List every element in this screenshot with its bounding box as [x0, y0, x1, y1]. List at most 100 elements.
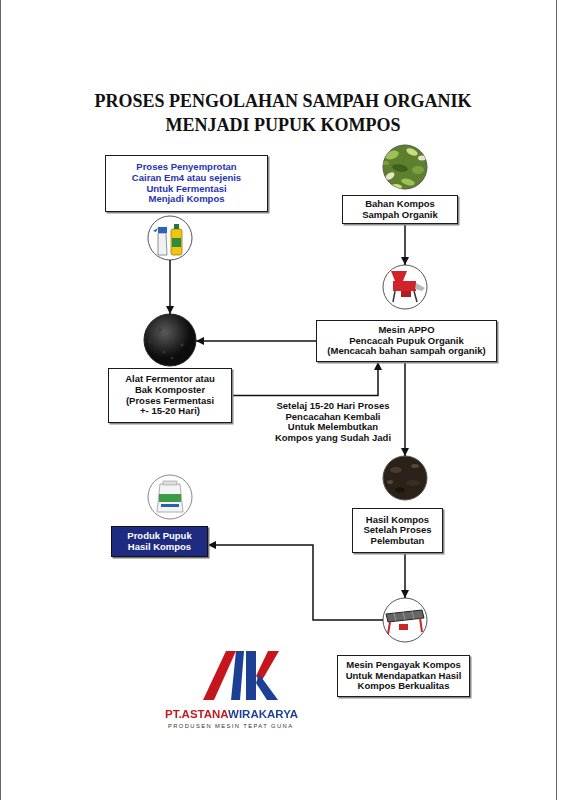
compost-icon: [383, 456, 427, 500]
edge-label: Setelaj 15-20 Hari Proses Pencacahan Kem…: [274, 401, 392, 444]
flow-arrow: [169, 260, 171, 314]
product-box: Produk Pupuk Hasil Kompos: [111, 526, 208, 557]
spray-icon: [148, 216, 192, 260]
shredder-machine-icon: [393, 291, 395, 302]
shredder-machine-icon: [414, 291, 417, 302]
company-logo: [256, 674, 278, 700]
node-text: Untuk Mendapatkan Hasil Kompos Berkualit…: [344, 671, 464, 692]
fermentor-icon: [144, 314, 196, 366]
organic-waste-icon: [418, 156, 426, 161]
product-sack-icon: [148, 475, 192, 519]
compost-icon: [406, 480, 420, 486]
organic-waste-icon: [405, 147, 418, 158]
node-text-group: Proses Penyemprotan Cairan Em4 atau seje…: [130, 162, 243, 205]
sieve-machine-icon: [388, 622, 390, 634]
fermentor-icon: [159, 329, 162, 332]
node-text: Pencacah Pupuk Organik: [324, 336, 490, 347]
node-text-group: Produk Pupuk Hasil Kompos: [125, 531, 195, 552]
shredder-machine-icon: [415, 283, 425, 291]
sieve-machine-icon: [394, 613, 396, 621]
page-frame: [556, 0, 557, 800]
flow-arrow: [404, 362, 406, 456]
sieve-machine-icon: [403, 612, 405, 620]
diagram-title: PROSES PENGOLAHAN SAMPAH ORGANIK MENJADI…: [78, 89, 488, 137]
spray-icon: [158, 227, 167, 233]
company-logo: [203, 651, 279, 700]
organic-waste-icon: [384, 171, 396, 182]
organic-waste-icon: [400, 177, 415, 186]
company-tagline: PRODUSEN MESIN TEPAT GUNA: [168, 723, 293, 730]
node-text-group: Mesin APPOPencacah Pupuk Organik(Mencaca…: [324, 325, 490, 357]
company-logo: [203, 651, 236, 700]
node-text: Alat Fermentor atau Bak Komposter: [123, 374, 218, 395]
node-text: Produk Pupuk Hasil Kompos: [125, 531, 195, 552]
compost-icon: [383, 456, 427, 500]
product-sack-icon: [148, 475, 192, 519]
flow-arrow: [404, 553, 406, 598]
node-text: Hasil Kompos Setelah Proses Pelembutan: [362, 515, 434, 547]
organic-waste-icon: [390, 184, 402, 190]
page-frame: [0, 0, 1, 800]
sieve-machine-icon: [383, 598, 427, 642]
organic-waste-icon: [383, 145, 427, 189]
shredder-machine-icon: [401, 291, 411, 297]
process-box: Proses Penyemprotan Cairan Em4 atau seje…: [105, 155, 268, 212]
company-logo: [231, 651, 244, 700]
process-box: Hasil Kompos Setelah Proses Pelembutan: [352, 508, 443, 553]
node-text-group: Alat Fermentor atau Bak Komposter(Proses…: [123, 374, 218, 417]
spray-icon: [174, 224, 179, 229]
sieve-machine-icon: [399, 624, 408, 630]
product-sack-icon: [159, 494, 181, 502]
flow-arrow: [208, 545, 383, 620]
node-text: Mesin Pengayak Kompos: [344, 660, 464, 671]
organic-waste-icon: [392, 163, 409, 173]
shredder-machine-icon: [383, 265, 427, 309]
organic-waste-icon: [384, 149, 400, 161]
node-text: Proses Penyemprotan Cairan Em4 atau seje…: [130, 162, 243, 205]
sieve-machine-icon: [386, 610, 424, 622]
compost-icon: [411, 464, 419, 468]
shredder-machine-icon: [391, 271, 407, 281]
organic-waste-icon: [381, 147, 426, 190]
compost-icon: [387, 480, 393, 484]
shredder-machine-icon: [383, 265, 427, 309]
node-text: Bahan Kompos Sampah Organik: [359, 199, 441, 220]
fermentor-icon: [171, 357, 173, 359]
node-text: (Mencacah bahan sampah organik): [324, 346, 490, 357]
sieve-machine-icon: [420, 618, 422, 632]
company-name: PT.ASTANAWIRAKARYA: [165, 707, 298, 721]
spray-icon: [171, 229, 182, 255]
compost-icon: [387, 464, 420, 493]
compost-icon: [395, 488, 405, 493]
machine-box: Mesin Pengayak KomposUntuk Mendapatkan H…: [337, 655, 470, 697]
node-text-group: Hasil Kompos Setelah Proses Pelembutan: [362, 515, 434, 547]
company-logo: [246, 651, 256, 700]
fermentor-icon: [144, 314, 196, 366]
organic-waste-icon: [412, 166, 424, 174]
organic-waste-icon: [381, 145, 427, 190]
flow-arrow: [404, 224, 406, 265]
spray-icon: [153, 228, 158, 232]
shredder-machine-icon: [393, 281, 416, 291]
node-text-group: Bahan Kompos Sampah Organik: [359, 199, 441, 220]
flow-arrow: [196, 340, 316, 342]
product-sack-icon: [163, 481, 177, 485]
compost-icon: [390, 467, 402, 473]
spray-icon: [172, 238, 181, 247]
node-text-group: Mesin Pengayak KomposUntuk Mendapatkan H…: [344, 660, 464, 692]
machine-box: Mesin APPOPencacah Pupuk Organik(Mencaca…: [316, 320, 497, 362]
fermentor-icon: [149, 325, 184, 359]
product-sack-icon: [157, 484, 183, 512]
sieve-machine-icon: [412, 611, 414, 619]
sieve-machine-icon: [383, 598, 427, 642]
fermentor-icon: [175, 325, 177, 327]
flow-arrow: [232, 362, 378, 396]
organic-waste-icon: [381, 161, 389, 165]
product-sack-icon: [161, 504, 179, 507]
node-text: (Proses Fermentasi +- 15-20 Hari): [123, 396, 218, 417]
fermentor-icon: [149, 341, 151, 343]
spray-icon: [158, 233, 167, 255]
fermentor-icon: [181, 344, 184, 347]
